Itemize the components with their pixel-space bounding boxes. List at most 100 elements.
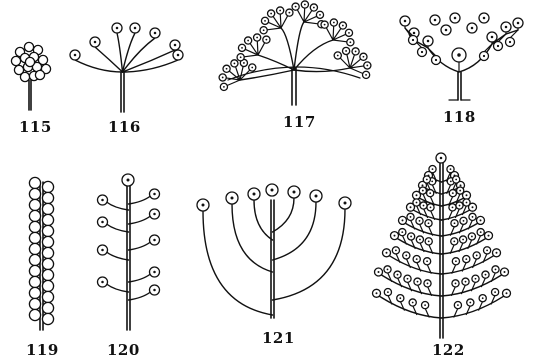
figure-label-118: 118 [443,110,476,125]
flower-center [256,37,258,39]
flower-center [349,41,351,43]
flower-center [465,281,467,283]
pedicel [129,242,151,250]
pedicel [95,47,123,72]
flower-center [265,39,267,41]
flower-center [426,179,428,181]
flower-center [440,157,443,160]
flower-center [421,51,423,53]
figure-label-115: 115 [19,120,52,135]
flower-center [240,56,242,58]
flower-center [455,260,457,262]
flower-left [29,199,40,210]
ray [333,26,334,40]
flower-left [29,287,40,298]
flower-center [304,4,306,6]
pedicel [123,33,136,72]
ray [280,14,281,28]
flower-right [42,181,53,192]
flower-center [401,231,403,233]
flower-center [504,271,506,273]
flower-center [454,17,457,20]
flower-center [394,235,396,237]
flower-left [29,309,40,320]
flower-right [42,236,53,247]
flower-center [427,283,429,285]
flower-center [459,190,461,192]
flower-center [223,86,225,88]
flower-center [234,63,236,65]
flower-center [480,219,482,221]
flower-center [413,32,416,35]
flower-center [153,213,156,216]
flower-left [29,188,40,199]
flower-center [457,304,459,306]
flower-center [251,67,253,69]
flower-left [29,254,40,265]
flower-center [397,274,399,276]
flower-center [154,32,157,35]
flower-center [231,197,234,200]
flower-center [424,304,426,306]
flower-center [422,184,424,186]
flower-center [472,216,474,218]
flower-center [462,239,464,241]
figure-117-compound-umbel [219,1,371,105]
primary-ray [294,22,304,70]
flower-center [101,221,104,224]
flower-center [416,194,418,196]
flower-center [423,205,425,207]
flower-center [485,274,487,276]
flower-center [333,22,335,24]
figure-115-head [11,42,50,110]
figure-120-raceme [98,174,160,330]
flower-center [402,219,404,221]
flower-right [42,247,53,258]
ray [267,28,281,30]
flower-center [426,260,428,262]
flower-right [42,313,53,324]
flower-center [315,195,318,198]
flower-center [455,283,457,285]
pedicel [129,196,151,204]
flower-center [427,40,430,43]
flower-center [496,252,498,254]
ray [257,41,258,55]
figure-119-spike [29,177,53,330]
flower-center [494,291,496,293]
flower-center [471,27,474,30]
flower-center [455,179,457,181]
corymb-branch [203,211,273,315]
ray [333,40,347,42]
flower-center [450,180,452,182]
flower-center [410,206,412,208]
pedicel [107,202,129,210]
flower-center [422,190,424,192]
flower-center [387,291,389,293]
flower-center [454,222,456,224]
flower-center [482,297,484,299]
floret [11,56,20,65]
flower-center [222,77,224,79]
flower-right [42,203,53,214]
ray [281,16,288,28]
flower-center [263,29,265,31]
flower-center [434,19,437,22]
flower-center [453,240,455,242]
flower-center [419,220,421,222]
flower-left [29,276,40,287]
flower-center [412,39,414,41]
flower-left [29,232,40,243]
pedicel [107,252,129,260]
pedicel [129,292,151,300]
figure-label-116: 116 [108,120,141,135]
flower-center [486,249,488,251]
pedicel [117,33,123,72]
corymb-branch [273,209,346,300]
flower-center [495,269,497,271]
flower-center [419,239,421,241]
flower-left [29,177,40,188]
flower-center [430,206,432,208]
corymb-branch [254,200,273,240]
flower-center [410,216,412,218]
